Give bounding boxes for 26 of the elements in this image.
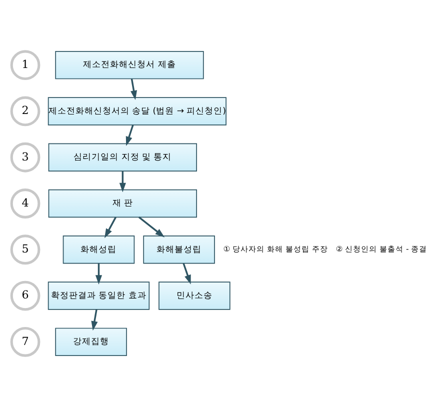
- node-circle: 6: [10, 280, 40, 310]
- node-circle: 4: [10, 188, 40, 218]
- arrow: [130, 78, 138, 100]
- node-box: 화해불성립: [143, 235, 215, 264]
- node-box: 확정판결과 동일한 효과: [48, 281, 150, 310]
- node-box: 제소전화해신청서의 송달 (법원 → 피신청인): [48, 96, 226, 125]
- arrow: [91, 308, 98, 330]
- arrow: [126, 124, 134, 146]
- node-circle: 3: [10, 142, 40, 172]
- arrow: [119, 170, 126, 192]
- node-box: 화해성립: [62, 235, 135, 264]
- arrow: [182, 262, 191, 284]
- node-label: ② 신청인의 불출석 - 종결: [336, 244, 428, 254]
- arrow: [138, 216, 165, 237]
- node-label: ① 당사자의 화해 불성립 주장: [223, 244, 328, 254]
- node-circle: 5: [10, 234, 40, 264]
- node-circle: 7: [10, 326, 40, 356]
- node-box: 민사소송: [158, 281, 230, 310]
- node-box: 재 판: [48, 188, 197, 218]
- node-box: 제소전화해신청서 제출: [55, 50, 204, 79]
- node-box: 심리기일의 지정 및 통지: [48, 142, 197, 171]
- node-circle: 1: [10, 50, 40, 80]
- arrow: [104, 216, 116, 238]
- node-circle: 2: [10, 96, 40, 126]
- node-box: 강제집행: [55, 327, 127, 356]
- arrow: [95, 262, 102, 284]
